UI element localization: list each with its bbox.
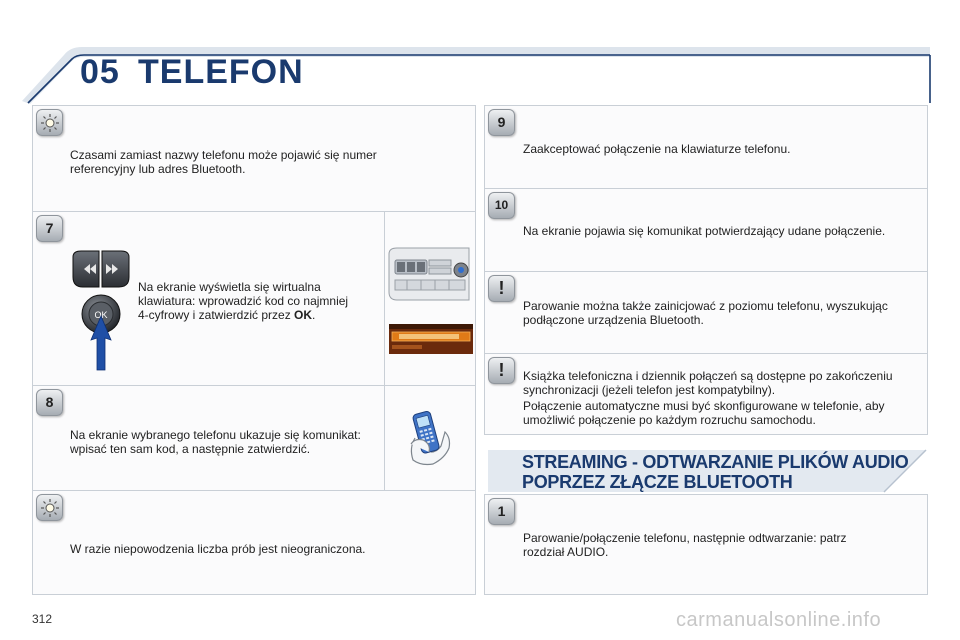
warning-text-2b: Połączenie automatyczne musi być skonfig… [523, 399, 885, 427]
step-10-box: 10 Na ekranie pojawia się komunikat potw… [484, 188, 928, 272]
section-banner-title: STREAMING - ODTWARZANIE PLIKÓW AUDIO POP… [522, 452, 909, 492]
step-7-ok-word: OK [294, 308, 313, 322]
chapter-title: TELEFON [138, 53, 304, 91]
lightbulb-icon [36, 494, 63, 521]
step-10-text: Na ekranie pojawia się komunikat potwier… [523, 224, 886, 238]
display-screen-illustration [389, 324, 473, 354]
warning-box-1: ! Parowanie można także zainicjować z po… [484, 271, 928, 354]
step-8-badge: 8 [36, 389, 63, 416]
section-banner-decoration [488, 449, 927, 493]
chapter-number: 05 [80, 53, 120, 91]
warning-icon: ! [488, 357, 515, 384]
warning-icon: ! [488, 275, 515, 302]
watermark: carmanualsonline.info [676, 609, 882, 631]
phone-in-hand-illustration [410, 411, 451, 466]
tip-text-1: Czasami zamiast nazwy telefonu może poja… [70, 148, 377, 176]
step-7-box: 7 OK Na ekranie wyświetla się wirtualna … [32, 211, 476, 386]
tip-box-2: W razie niepowodzenia liczba prób jest n… [32, 490, 476, 595]
step-7-badge: 7 [36, 215, 63, 242]
step-8-box: 8 Na ekranie wybranego telefonu ukazuje … [32, 385, 476, 491]
page-number: 312 [32, 612, 53, 626]
step-1-badge: 1 [488, 498, 515, 525]
step-9-box: 9 Zaakceptować połączenie na klawiaturze… [484, 105, 928, 189]
step-10-badge: 10 [488, 192, 515, 219]
warning-box-2: ! Książka telefoniczna i dziennik połącz… [484, 353, 928, 435]
step-8-text: Na ekranie wybranego telefonu ukazuje si… [70, 428, 361, 456]
step-8-divider [384, 386, 385, 490]
step-1-box: 1 Parowanie/połączenie telefonu, następn… [484, 494, 928, 595]
step-7-line-3: 4-cyfrowy i zatwierdzić przez OK. [138, 308, 378, 322]
step-7-divider [384, 212, 385, 385]
step-9-text: Zaakceptować połączenie na klawiaturze t… [523, 142, 791, 156]
warning-text-2a: Książka telefoniczna i dziennik połączeń… [523, 369, 893, 397]
step-7-period: . [312, 308, 316, 322]
seek-buttons-icon [72, 250, 130, 288]
ok-knob-icon: OK [81, 294, 121, 371]
radio-unit-illustration [388, 247, 470, 301]
step-9-badge: 9 [488, 109, 515, 136]
tip-text-2: W razie niepowodzenia liczba prób jest n… [70, 542, 366, 556]
lightbulb-icon [36, 109, 63, 136]
tip-box-1: Czasami zamiast nazwy telefonu może poja… [32, 105, 476, 212]
header-decoration [22, 47, 931, 104]
step-7-line-1: Na ekranie wyświetla się wirtualna [138, 280, 321, 294]
step-7-line-2: klawiatura: wprowadzić kod co najmniej [138, 294, 349, 308]
warning-text-1: Parowanie można także zainicjować z pozi… [523, 299, 888, 327]
step-1-text: Parowanie/połączenie telefonu, następnie… [523, 531, 847, 559]
step-7-line-3-text: 4-cyfrowy i zatwierdzić przez [138, 308, 295, 322]
